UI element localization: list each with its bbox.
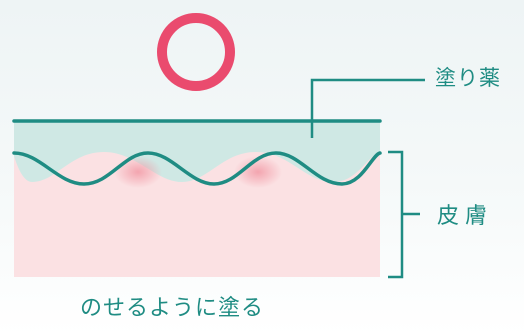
circle-mark-icon bbox=[157, 13, 235, 91]
skin-spot-right bbox=[234, 156, 282, 188]
skin-bracket bbox=[388, 150, 404, 279]
skin-spot-left bbox=[114, 156, 162, 188]
medicine-leader-line bbox=[310, 78, 425, 138]
medicine-layer bbox=[14, 121, 380, 182]
skin-label: 皮膚 bbox=[437, 204, 494, 229]
skin-surface-line bbox=[12, 151, 382, 186]
caption-text: のせるように塗る bbox=[80, 296, 265, 321]
medicine-label: 塗り薬 bbox=[435, 66, 501, 90]
